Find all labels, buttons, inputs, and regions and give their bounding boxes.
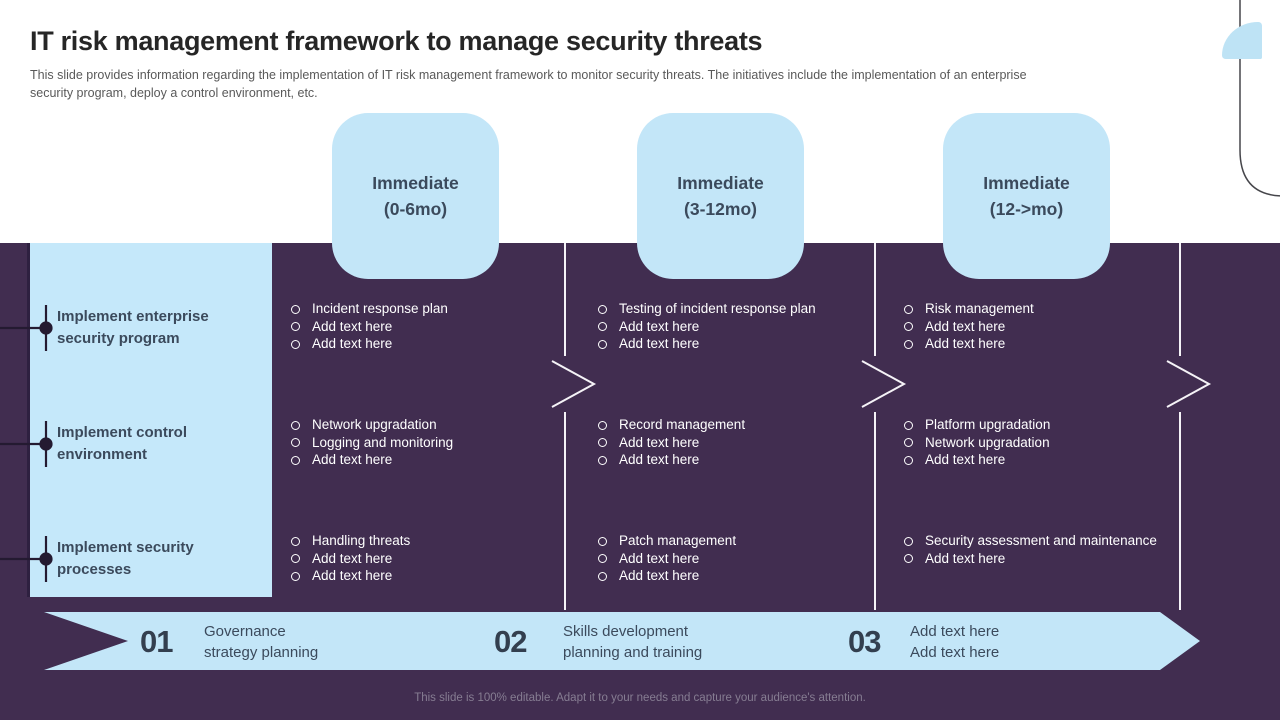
bullet-item: Handling threats: [288, 532, 550, 550]
slide-subtitle: This slide provides information regardin…: [30, 68, 1027, 101]
phase-box-line2: (12->mo): [989, 199, 1064, 219]
phase-box-line1: Immediate: [372, 173, 459, 193]
milestone-label-placeholder: Add text here Add text here: [910, 621, 1140, 663]
decor-quarter-circle: [1222, 22, 1262, 59]
bullet-item: Patch management: [595, 532, 857, 550]
bullet-item: Add text here: [288, 335, 550, 353]
bullet-item: Security assessment and maintenance: [901, 532, 1163, 550]
ribbon-arrowhead-icon: [1160, 612, 1200, 670]
phase-box-line1: Immediate: [677, 173, 764, 193]
milestone-label-line2: strategy planning: [204, 644, 319, 661]
editable-note: This slide is 100% editable. Adapt it to…: [414, 692, 866, 704]
bullet-item: Network upgradation: [288, 416, 550, 434]
bullet-item: Add text here: [595, 434, 857, 452]
bullet-item: Add text here: [595, 335, 857, 353]
page-title: IT risk management framework to manage s…: [30, 26, 763, 56]
bullet-item: Add text here: [595, 567, 857, 585]
bullet-item: Add text here: [901, 335, 1163, 353]
milestone-label-line1: Skills development: [563, 623, 689, 640]
bullet-item: Add text here: [288, 318, 550, 336]
bullet-item: Network upgradation: [901, 434, 1163, 452]
bullet-item: Add text here: [288, 451, 550, 469]
bullet-item: Platform upgradation: [901, 416, 1163, 434]
phase-box-immediate-12plus-mo: Immediate (12->mo): [943, 113, 1110, 279]
phase-box-line2: (0-6mo): [383, 199, 448, 219]
milestone-label-skills-development: Skills development planning and training: [563, 621, 793, 663]
sidebar-edge-line: [27, 243, 30, 597]
sidebar-panel: [30, 243, 272, 597]
milestone-label-line1: Add text here: [910, 623, 1000, 640]
timeline-ribbon: [44, 612, 1160, 670]
bullet-item: Add text here: [595, 550, 857, 568]
bullet-item: Testing of incident response plan: [595, 300, 857, 318]
milestone-label-line2: Add text here: [910, 644, 1000, 661]
bullet-item: Add text here: [901, 550, 1163, 568]
milestone-label-line2: planning and training: [563, 644, 703, 661]
phase-box-immediate-3-12mo: Immediate (3-12mo): [637, 113, 804, 279]
row-label-control-environment: Implement control environment: [57, 424, 188, 463]
bullet-item: Logging and monitoring: [288, 434, 550, 452]
phase-box-line2: (3-12mo): [684, 199, 757, 219]
phase-box-immediate-0-6mo: Immediate (0-6mo): [332, 113, 499, 279]
bullet-item: Add text here: [595, 451, 857, 469]
bullet-item: Risk management: [901, 300, 1163, 318]
milestone-number-01: 01: [140, 624, 173, 659]
bullet-item: Add text here: [288, 567, 550, 585]
milestone-label-governance: Governance strategy planning: [204, 621, 434, 663]
row-label-enterprise-security-program: Implement enterprise security program: [57, 308, 209, 347]
bullet-item: Incident response plan: [288, 300, 550, 318]
bullet-item: Add text here: [901, 451, 1163, 469]
bullet-item: Add text here: [901, 318, 1163, 336]
bullet-item: Add text here: [288, 550, 550, 568]
ribbon-left-notch-icon: [44, 612, 128, 670]
milestone-number-03: 03: [848, 624, 881, 659]
bullet-item: Record management: [595, 416, 857, 434]
phase-box-line1: Immediate: [983, 173, 1070, 193]
milestone-label-line1: Governance: [204, 623, 286, 640]
bullet-item: Add text here: [595, 318, 857, 336]
row-label-security-processes: Implement security processes: [57, 539, 194, 578]
milestone-number-02: 02: [494, 624, 527, 659]
